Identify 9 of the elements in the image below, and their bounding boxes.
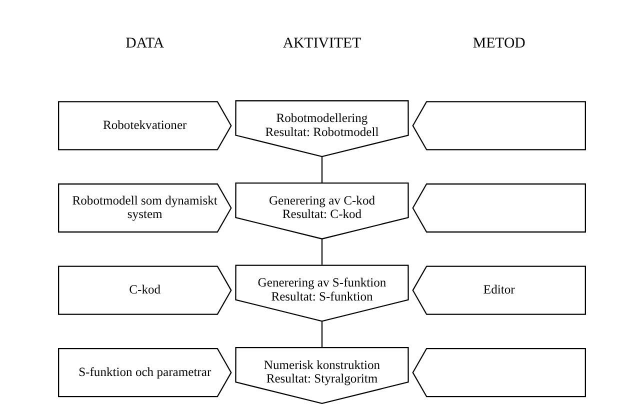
label: METOD — [472, 35, 525, 52]
connector — [320, 238, 322, 265]
node-pentagon — [412, 101, 586, 150]
label: AKTIVITET — [282, 35, 361, 52]
connector — [320, 156, 322, 183]
node-pentagon — [412, 183, 586, 233]
connector — [320, 321, 322, 348]
node-pentagon — [412, 348, 586, 398]
label: DATA — [125, 35, 164, 52]
